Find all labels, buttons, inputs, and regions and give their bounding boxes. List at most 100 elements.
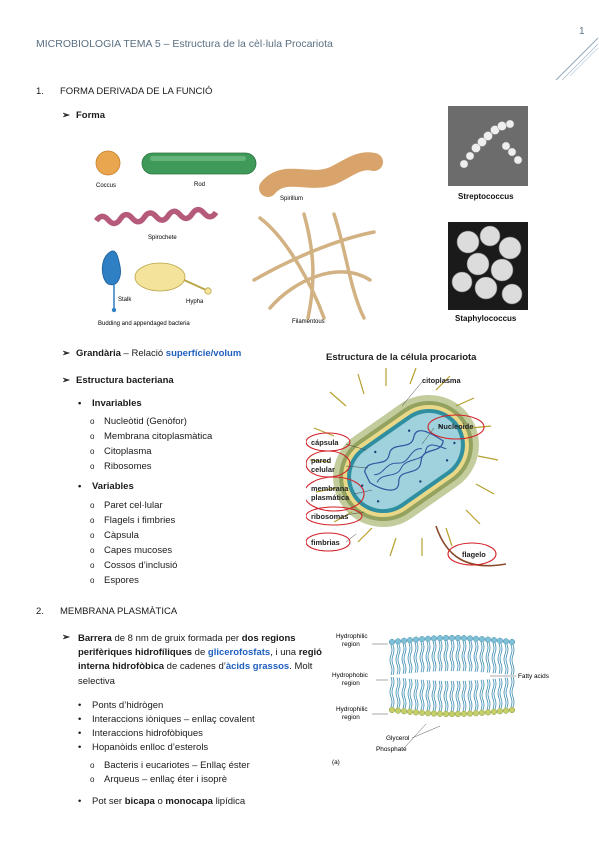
fatty-acid-tail (397, 677, 401, 708)
cell-label-capsula: cápsula (311, 438, 339, 447)
staphylococcus-micrograph (448, 222, 528, 310)
fatty-acid-tail (431, 641, 435, 672)
phospholipid-head (466, 635, 474, 642)
phospholipid-head (412, 709, 420, 716)
fatty-acid-tail (479, 642, 483, 673)
fatty-acid-tail (499, 643, 503, 674)
phospholipid-head (496, 637, 504, 644)
phospholipid-head (394, 707, 402, 714)
membrane-bilayer-diagram: Hydrophilic region Hydrophobic region Hy… (332, 633, 549, 766)
phospholipid-head (460, 635, 468, 642)
spirochete-label: Spirochete (148, 235, 177, 241)
section-title: MEMBRANA PLASMÀTICA (60, 606, 178, 617)
cell-diagram-title: Estructura de la célula procariota (326, 352, 477, 363)
membrane-description: Barrera de 8 nm de gruix formada per dos… (78, 633, 322, 687)
fatty-acid-tail (491, 678, 495, 709)
fatty-acid-tail (503, 644, 507, 675)
fatty-acid-tail (455, 640, 459, 672)
phospholipid-head (400, 708, 408, 715)
bullet-dot-icon: • (78, 481, 82, 492)
phospholipid-head (478, 709, 486, 716)
section-number: 1. (36, 86, 44, 97)
variables-heading: •Variables (78, 481, 134, 492)
fatty-acid-tail (491, 643, 495, 674)
cell-label-membrana: membrana (311, 484, 349, 493)
fatty-acid-tail (401, 643, 405, 674)
phospholipid-head (436, 635, 444, 642)
cell-label-celular: celular (311, 465, 335, 474)
fatty-acid-tail (451, 680, 455, 712)
fatty-acid-tail (467, 641, 471, 672)
cell-label-plasmatica: plasmática (311, 493, 350, 502)
phospholipid-head (430, 710, 438, 717)
fatty-acid-tail (413, 642, 417, 673)
fatty-acid-tail (445, 640, 449, 672)
grandaria-item: ➢Grandària – Relació superfície/volum (62, 348, 242, 359)
bullet-dot-icon: • (78, 398, 82, 409)
filamentous-shape (252, 212, 376, 320)
glycerol-label: Glycerol (386, 735, 409, 742)
fatty-acid-tail (511, 676, 515, 708)
fatty-acid-tail (439, 641, 443, 672)
phospholipid-head (472, 635, 480, 642)
fatty-acid-tail (455, 680, 459, 712)
fatty-acid-tail (505, 677, 509, 708)
spirochete-shape (93, 206, 219, 227)
fatty-acid-tail (497, 678, 501, 709)
fatty-acid-tail (493, 678, 497, 709)
header-title: MICROBIOLOGIA TEMA 5 – Estructura de la … (36, 38, 333, 50)
fatty-acid-tail (479, 679, 483, 710)
streptococcus-label: Streptococcus (458, 192, 514, 201)
cell-label-fimbrias: fimbrias (311, 538, 340, 547)
fatty-acid-tail (451, 640, 455, 672)
fatty-acid-tail (425, 641, 429, 672)
section-title: FORMA DERIVADA DE LA FUNCIÓ (60, 86, 213, 97)
fatty-acid-tail (457, 680, 461, 712)
arrow-bullet-icon: ➢ (62, 110, 70, 121)
fatty-acid-tail (419, 679, 423, 710)
fatty-acid-tail (403, 678, 407, 709)
fatty-acid-tail (427, 641, 431, 672)
fatty-acid-tail (487, 642, 491, 673)
phospholipid-head (388, 638, 396, 646)
fatty-acid-tail (487, 679, 491, 710)
hydrophobic-label: Hydrophobic (332, 672, 369, 679)
fatty-acid-tail (407, 678, 411, 709)
arrow-bullet-icon: ➢ (62, 632, 70, 643)
fatty-acid-tail (415, 679, 419, 710)
fatty-acid-tail (439, 680, 443, 711)
hypha-shape (134, 262, 186, 292)
fatty-acid-tail (511, 644, 515, 676)
phospholipid-head (484, 709, 492, 716)
cell-label-pared: pared (311, 456, 332, 465)
forma-item: ➢Forma (62, 110, 106, 121)
arrow-bullet-icon: ➢ (62, 375, 70, 386)
filamentous-label: Filamentous (292, 319, 325, 325)
hydrophilic-bottom-label: Hydrophilic (336, 706, 368, 713)
fatty-acid-tail (469, 680, 473, 711)
fatty-acid-tail (469, 641, 473, 672)
fatty-acid-tail (509, 644, 513, 676)
staphylococcus-label: Staphylococcus (455, 314, 517, 323)
hydrophilic-top-label: Hydrophilic (336, 633, 368, 640)
phospholipid-head (442, 710, 450, 718)
section-2-heading: 2. MEMBRANA PLASMÀTICA (36, 606, 177, 617)
phospholipid-head (442, 634, 450, 642)
invariables-heading: •Invariables (78, 398, 142, 409)
fatty-acid-tail (443, 640, 447, 672)
rod-label: Rod (194, 182, 205, 188)
phospholipid-head (466, 710, 474, 717)
phospholipid-head (430, 635, 438, 642)
fatty-acid-tail (461, 641, 465, 672)
section-number: 2. (36, 606, 44, 617)
budding-label: Budding and appendaged bacteria (98, 321, 190, 327)
phospholipid-head (406, 637, 414, 644)
fatty-acid-tail (463, 680, 467, 711)
